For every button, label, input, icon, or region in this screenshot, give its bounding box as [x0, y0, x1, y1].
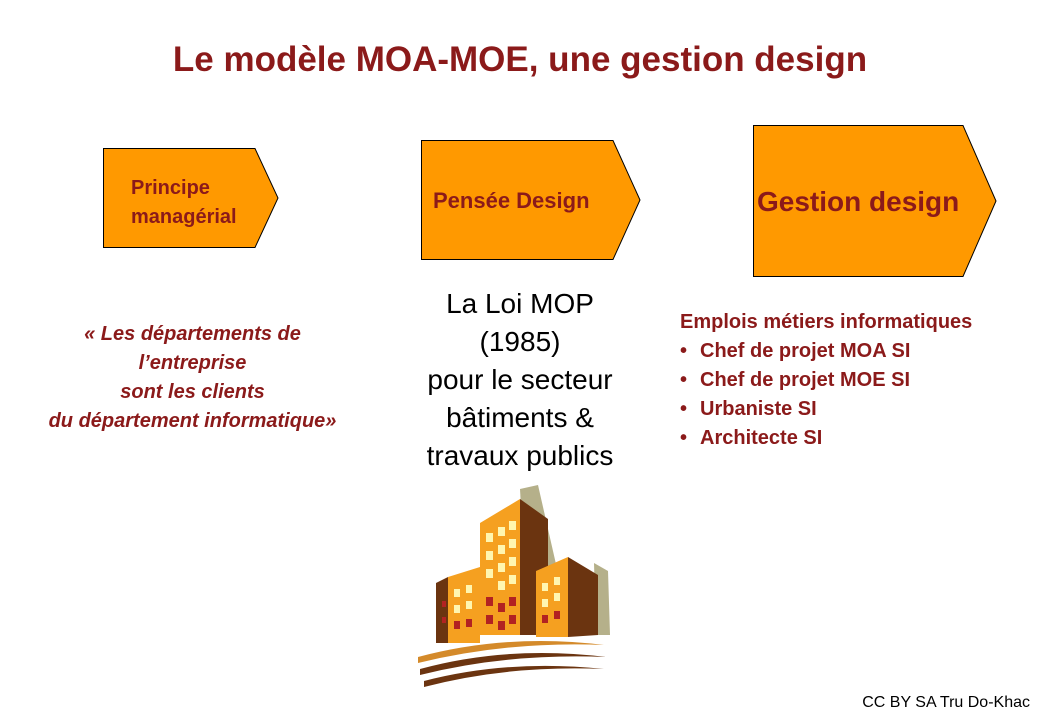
quote-text: « Les départements de l’entreprise sont …	[10, 320, 375, 436]
bullet-icon: •	[680, 427, 688, 449]
list-item: • Chef de projet MOA SI	[680, 337, 1035, 366]
bullet-icon: •	[680, 398, 688, 420]
quote-line: « Les départements de	[84, 323, 301, 345]
jobs-list: • Chef de projet MOA SI • Chef de projet M…	[680, 337, 1035, 453]
arrow-pensee-design: Pensée Design	[421, 140, 641, 260]
arrow-gestion-design: Gestion design	[753, 125, 997, 277]
quote-line: sont les clients	[120, 381, 265, 403]
arrow-label-line-2: managérial	[131, 206, 237, 228]
job-label: Architecte SI	[700, 427, 823, 449]
list-item: • Chef de projet MOE SI	[680, 366, 1035, 395]
job-label: Chef de projet MOE SI	[700, 369, 911, 391]
slide-title: Le modèle MOA-MOE, une gestion design	[172, 40, 868, 79]
quote-line: du département informatique»	[48, 410, 337, 432]
loi-line: bâtiments &	[446, 402, 594, 433]
bullet-icon: •	[680, 340, 688, 362]
jobs-panel: Emplois métiers informatiques • Chef de p…	[680, 308, 1035, 453]
loi-line: La Loi MOP	[446, 288, 594, 319]
list-item: • Architecte SI	[680, 424, 1035, 453]
buildings-illustration	[408, 485, 618, 700]
quote-line: l’entreprise	[138, 352, 247, 374]
arrow-label-line-1: Principe	[131, 177, 210, 199]
bullet-icon: •	[680, 369, 688, 391]
buildings-icon	[418, 485, 610, 687]
credit-text: CC BY SA Tru Do-Khac	[862, 694, 1030, 711]
loi-mop-text: La Loi MOP (1985) pour le secteur bâtime…	[395, 285, 645, 475]
arrow-label: Pensée Design	[433, 188, 590, 213]
job-label: Urbaniste SI	[700, 398, 817, 420]
chevron-arrow-shape	[103, 148, 279, 248]
job-label: Chef de projet MOA SI	[700, 340, 911, 362]
arrow-principe-managerial: Principe managérial	[103, 148, 279, 248]
chevron-arrow-shape	[421, 140, 641, 260]
loi-line: travaux publics	[426, 440, 614, 471]
chevron-arrow-shape	[753, 125, 997, 277]
jobs-heading: Emplois métiers informatiques	[680, 311, 973, 333]
loi-line: pour le secteur	[427, 364, 613, 395]
loi-line: (1985)	[479, 326, 561, 357]
arrow-label: Gestion design	[757, 186, 960, 217]
list-item: • Urbaniste SI	[680, 395, 1035, 424]
